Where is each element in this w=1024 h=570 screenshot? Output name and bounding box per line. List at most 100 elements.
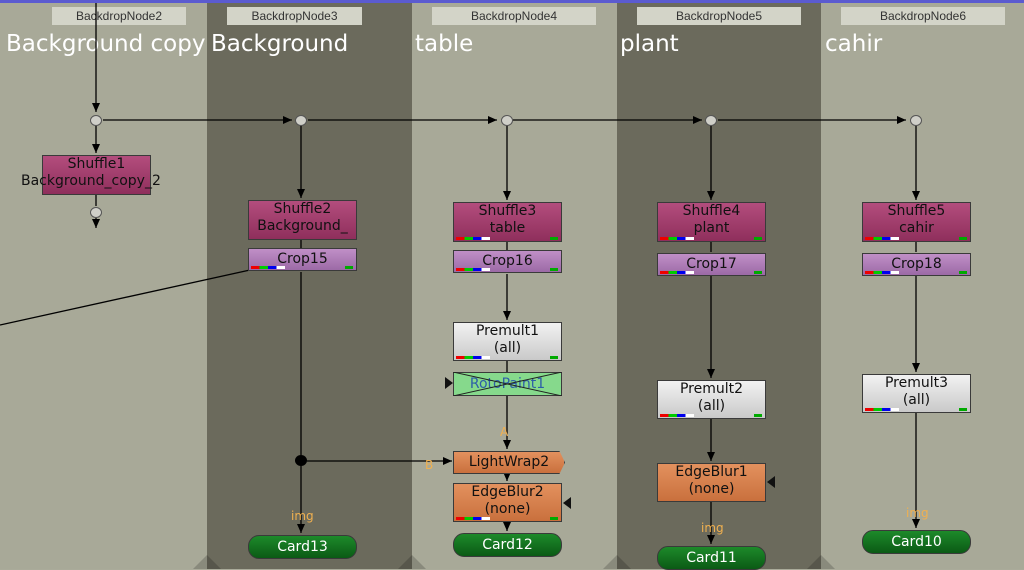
backdrop-corner xyxy=(207,555,221,569)
node-premult2[interactable]: Premult2 (all) xyxy=(657,380,766,419)
input-label-img: img xyxy=(701,521,724,535)
disabled-cross xyxy=(453,372,562,396)
channel-indicator xyxy=(251,266,285,269)
node-title: Premult3 xyxy=(884,375,949,391)
node-title: LightWrap2 xyxy=(468,454,550,470)
input-label-img: img xyxy=(906,506,929,520)
channel-indicator xyxy=(865,237,899,240)
node-card12[interactable]: Card12 xyxy=(453,533,562,557)
mask-input-arrow[interactable] xyxy=(767,476,775,488)
node-edgeblur2[interactable]: EdgeBlur2 (none) xyxy=(453,483,562,522)
input-label-a: A xyxy=(500,425,509,439)
node-title: Card13 xyxy=(277,539,328,555)
channel-indicator xyxy=(456,356,490,359)
node-edgeblur1[interactable]: EdgeBlur1 (none) xyxy=(657,463,766,502)
elbow-dot-node[interactable] xyxy=(295,455,307,466)
backdrop-label: Background copy xyxy=(6,31,206,57)
dot-node[interactable] xyxy=(501,115,513,126)
node-subtitle: plant xyxy=(693,220,730,236)
mask-input-arrow[interactable] xyxy=(445,377,453,389)
backdrop-node-3[interactable]: BackdropNode3 Background xyxy=(207,3,412,569)
node-shuffle4[interactable]: Shuffle4 plant xyxy=(657,202,766,242)
channel-indicator xyxy=(456,237,490,240)
node-title: Shuffle1 xyxy=(67,156,126,172)
backdrop-label: table xyxy=(415,31,474,57)
node-shuffle3[interactable]: Shuffle3 table xyxy=(453,202,562,242)
dot-node[interactable] xyxy=(295,115,307,126)
node-title: Premult1 xyxy=(475,323,540,339)
node-subtitle: cahir xyxy=(899,220,934,236)
backdrop-corner xyxy=(821,555,835,569)
backdrop-node-2[interactable]: BackdropNode2 Background copy xyxy=(0,3,207,569)
backdrop-label: plant xyxy=(620,31,679,57)
mask-indicator xyxy=(754,237,762,240)
mask-indicator xyxy=(550,237,558,240)
node-premult3[interactable]: Premult3 (all) xyxy=(862,374,971,413)
mask-indicator xyxy=(754,414,762,417)
node-title: EdgeBlur2 xyxy=(471,484,544,500)
mask-indicator xyxy=(550,268,558,271)
node-title: Premult2 xyxy=(679,381,744,397)
dot-node[interactable] xyxy=(705,115,717,126)
node-shuffle1[interactable]: Shuffle1 Background_copy_2 xyxy=(21,155,161,195)
mask-indicator xyxy=(754,271,762,274)
backdrop-node-6[interactable]: BackdropNode6 cahir xyxy=(821,3,1024,569)
node-subtitle: (all) xyxy=(697,398,726,414)
channel-indicator xyxy=(660,271,694,274)
node-shuffle5[interactable]: Shuffle5 cahir xyxy=(862,202,971,242)
backdrop-node-4[interactable]: BackdropNode4 table xyxy=(412,3,617,569)
node-card11[interactable]: Card11 xyxy=(657,546,766,570)
mask-indicator xyxy=(550,517,558,520)
node-lightwrap2[interactable]: LightWrap2 xyxy=(453,451,565,474)
backdrop-resize-handle[interactable] xyxy=(398,555,412,569)
node-subtitle: (none) xyxy=(484,501,531,517)
backdrop-resize-handle[interactable] xyxy=(603,555,617,569)
node-crop18[interactable]: Crop18 xyxy=(862,253,971,276)
node-subtitle: Background_ xyxy=(257,218,348,234)
channel-indicator xyxy=(456,268,490,271)
node-title: Shuffle3 xyxy=(478,203,537,219)
backdrop-tab[interactable]: BackdropNode3 xyxy=(227,7,362,25)
node-title: Card11 xyxy=(686,550,737,566)
node-title: Shuffle4 xyxy=(682,203,741,219)
backdrop-corner xyxy=(412,555,426,569)
channel-indicator xyxy=(660,237,694,240)
dot-node[interactable] xyxy=(910,115,922,126)
input-label-img: img xyxy=(291,509,314,523)
node-card10[interactable]: Card10 xyxy=(862,530,971,554)
backdrop-tab[interactable]: BackdropNode4 xyxy=(432,7,596,25)
node-crop15[interactable]: Crop15 xyxy=(248,248,357,271)
node-premult1[interactable]: Premult1 (all) xyxy=(453,322,562,361)
backdrop-tab[interactable]: BackdropNode5 xyxy=(637,7,801,25)
backdrop-resize-handle[interactable] xyxy=(807,555,821,569)
window-top-border xyxy=(0,0,1024,3)
node-shuffle2[interactable]: Shuffle2 Background_ xyxy=(248,200,357,240)
node-crop16[interactable]: Crop16 xyxy=(453,250,562,273)
backdrop-tab[interactable]: BackdropNode6 xyxy=(841,7,1005,25)
node-crop17[interactable]: Crop17 xyxy=(657,253,766,276)
node-subtitle: table xyxy=(489,220,526,236)
node-title: Card10 xyxy=(891,534,942,550)
node-subtitle: (none) xyxy=(688,481,735,497)
node-rotopaint1-disabled[interactable]: RotoPaint1 xyxy=(453,372,562,396)
dot-node[interactable] xyxy=(90,207,102,218)
channel-indicator xyxy=(865,271,899,274)
node-title: Crop18 xyxy=(891,256,942,272)
channel-indicator xyxy=(456,517,490,520)
backdrop-label: cahir xyxy=(825,31,883,57)
node-title: Crop15 xyxy=(277,251,328,267)
backdrop-corner xyxy=(617,555,631,569)
mask-input-arrow[interactable] xyxy=(563,497,571,509)
backdrop-tab[interactable]: BackdropNode2 xyxy=(52,7,186,25)
node-card13[interactable]: Card13 xyxy=(248,535,357,559)
backdrop-resize-handle[interactable] xyxy=(193,555,207,569)
node-subtitle: (all) xyxy=(902,392,931,408)
node-subtitle: Background_copy_2 xyxy=(21,173,161,189)
mask-indicator xyxy=(959,408,967,411)
dot-node[interactable] xyxy=(90,115,102,126)
channel-indicator xyxy=(660,414,694,417)
node-title: Shuffle5 xyxy=(887,203,946,219)
mask-indicator xyxy=(959,237,967,240)
backdrop-label: Background xyxy=(211,31,349,57)
